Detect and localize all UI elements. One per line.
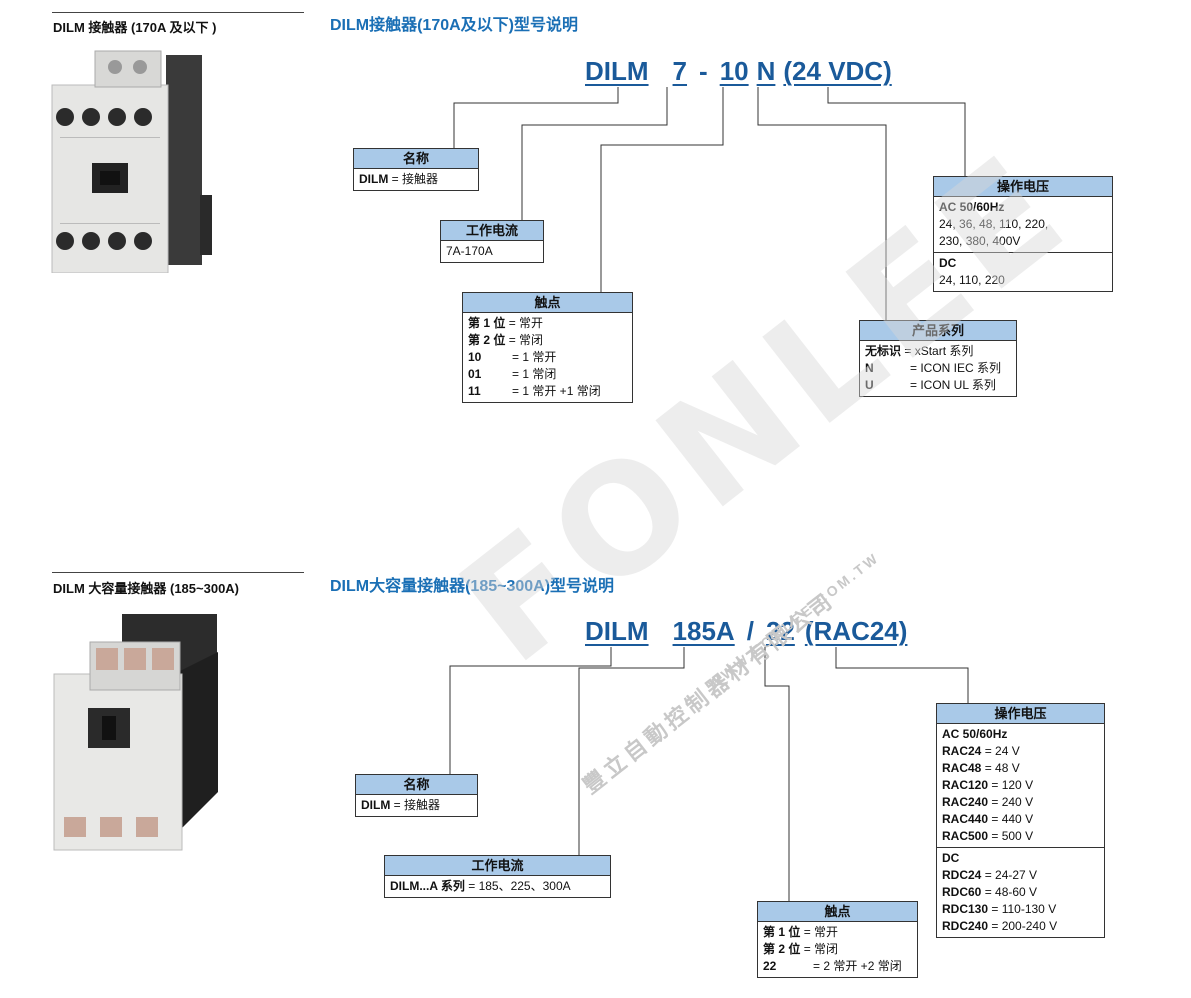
current-box-header: 工作电流	[441, 221, 543, 241]
dc-row: RDC240 = 200-240 V	[942, 919, 1058, 933]
model-current: 185A	[672, 616, 735, 646]
model-name: DILM	[585, 616, 649, 646]
ac-row: RAC120 = 120 V	[942, 778, 1034, 792]
ac-row: RAC440 = 440 V	[942, 812, 1034, 826]
current-value: = 185、225、300A	[464, 879, 571, 893]
divider	[52, 572, 304, 573]
name-key: DILM	[359, 172, 389, 186]
dc-values: 24, 110, 220	[939, 273, 1005, 287]
name-value: = 接触器	[388, 172, 439, 186]
model-code: DILM 185A / 22 (RAC24)	[585, 616, 907, 647]
ac-label: AC 50/60Hz	[942, 727, 1008, 741]
ac-row: RAC500 = 500 V	[942, 829, 1034, 843]
series-box-header: 产品系列	[860, 321, 1016, 341]
voltage-box-header: 操作电压	[934, 177, 1112, 197]
model-contacts: 10	[719, 56, 749, 86]
current-box-header: 工作电流	[385, 856, 610, 876]
model-slash: /	[746, 616, 754, 646]
contacts-box: 触点 第 1 位 = 常开 第 2 位 = 常闭 10= 1 常开 01= 1 …	[462, 292, 633, 403]
dc-row: RDC60 = 48-60 V	[942, 885, 1038, 899]
name-box-header: 名称	[356, 775, 477, 795]
contacts-row: 第 1 位 = 常开	[763, 925, 839, 939]
contacts-row: 10= 1 常开	[468, 350, 557, 364]
contacts-row: 01= 1 常闭	[468, 367, 557, 381]
large-contactor-photo	[53, 614, 218, 851]
name-box: 名称 DILM = 接触器	[355, 774, 478, 817]
current-key: DILM...A 系列	[390, 879, 465, 893]
contacts-box: 触点 第 1 位 = 常开 第 2 位 = 常闭 22= 2 常开 +2 常闭	[757, 901, 918, 978]
series-row: N= ICON IEC 系列	[865, 361, 1002, 375]
divider	[52, 12, 304, 13]
dc-label: DC	[942, 851, 960, 865]
ac-row: RAC240 = 240 V	[942, 795, 1034, 809]
section-title: DILM大容量接触器(185~300A)型号说明	[330, 578, 615, 595]
dc-row: RDC130 = 110-130 V	[942, 902, 1057, 916]
ac-values: 24, 36, 48, 110, 220,	[939, 217, 1049, 231]
name-key: DILM	[361, 798, 391, 812]
voltage-box: 操作电压 AC 50/60Hz RAC24 = 24 V RAC48 = 48 …	[936, 703, 1105, 938]
name-value: = 接触器	[390, 798, 441, 812]
ac-row: RAC24 = 24 V	[942, 744, 1020, 758]
contacts-box-header: 触点	[758, 902, 917, 922]
dc-row: RDC24 = 24-27 V	[942, 868, 1038, 882]
model-current: 7	[672, 56, 688, 86]
series-row: U= ICON UL 系列	[865, 378, 996, 392]
current-value: 7A-170A	[446, 244, 493, 258]
model-series: N	[756, 56, 776, 86]
series-box: 产品系列 无标识 = xStart 系列 N= ICON IEC 系列 U= I…	[859, 320, 1017, 397]
contacts-row: 第 2 位 = 常闭	[763, 942, 839, 956]
current-box: 工作电流 7A-170A	[440, 220, 544, 263]
model-voltage: (RAC24)	[804, 616, 908, 646]
contacts-row: 第 1 位 = 常开	[468, 316, 544, 330]
ac-row: RAC48 = 48 V	[942, 761, 1020, 775]
ac-values: 230, 380, 400V	[939, 234, 1021, 248]
contacts-box-header: 触点	[463, 293, 632, 313]
model-name: DILM	[585, 56, 649, 86]
name-box-header: 名称	[354, 149, 478, 169]
name-box: 名称 DILM = 接触器	[353, 148, 479, 191]
ac-label: AC 50/60Hz	[939, 200, 1005, 214]
model-voltage: (24 VDC)	[783, 56, 892, 86]
dc-label: DC	[939, 256, 957, 270]
current-box: 工作电流 DILM...A 系列 = 185、225、300A	[384, 855, 611, 898]
series-row: 无标识 = xStart 系列	[865, 344, 974, 358]
model-dash: -	[699, 56, 708, 86]
side-title: DILM 接触器 (170A 及以下 )	[53, 20, 217, 35]
contactor-photo	[51, 50, 212, 273]
side-title: DILM 大容量接触器 (185~300A)	[53, 581, 240, 596]
contacts-row: 11= 1 常开 +1 常闭	[468, 384, 601, 398]
contacts-row: 22= 2 常开 +2 常闭	[763, 959, 902, 973]
voltage-box: 操作电压 AC 50/60Hz 24, 36, 48, 110, 220, 23…	[933, 176, 1113, 292]
model-contacts: 22	[765, 616, 795, 646]
contacts-row: 第 2 位 = 常闭	[468, 333, 544, 347]
section-title: DILM接触器(170A及以下)型号说明	[330, 17, 579, 34]
voltage-box-header: 操作电压	[937, 704, 1104, 724]
